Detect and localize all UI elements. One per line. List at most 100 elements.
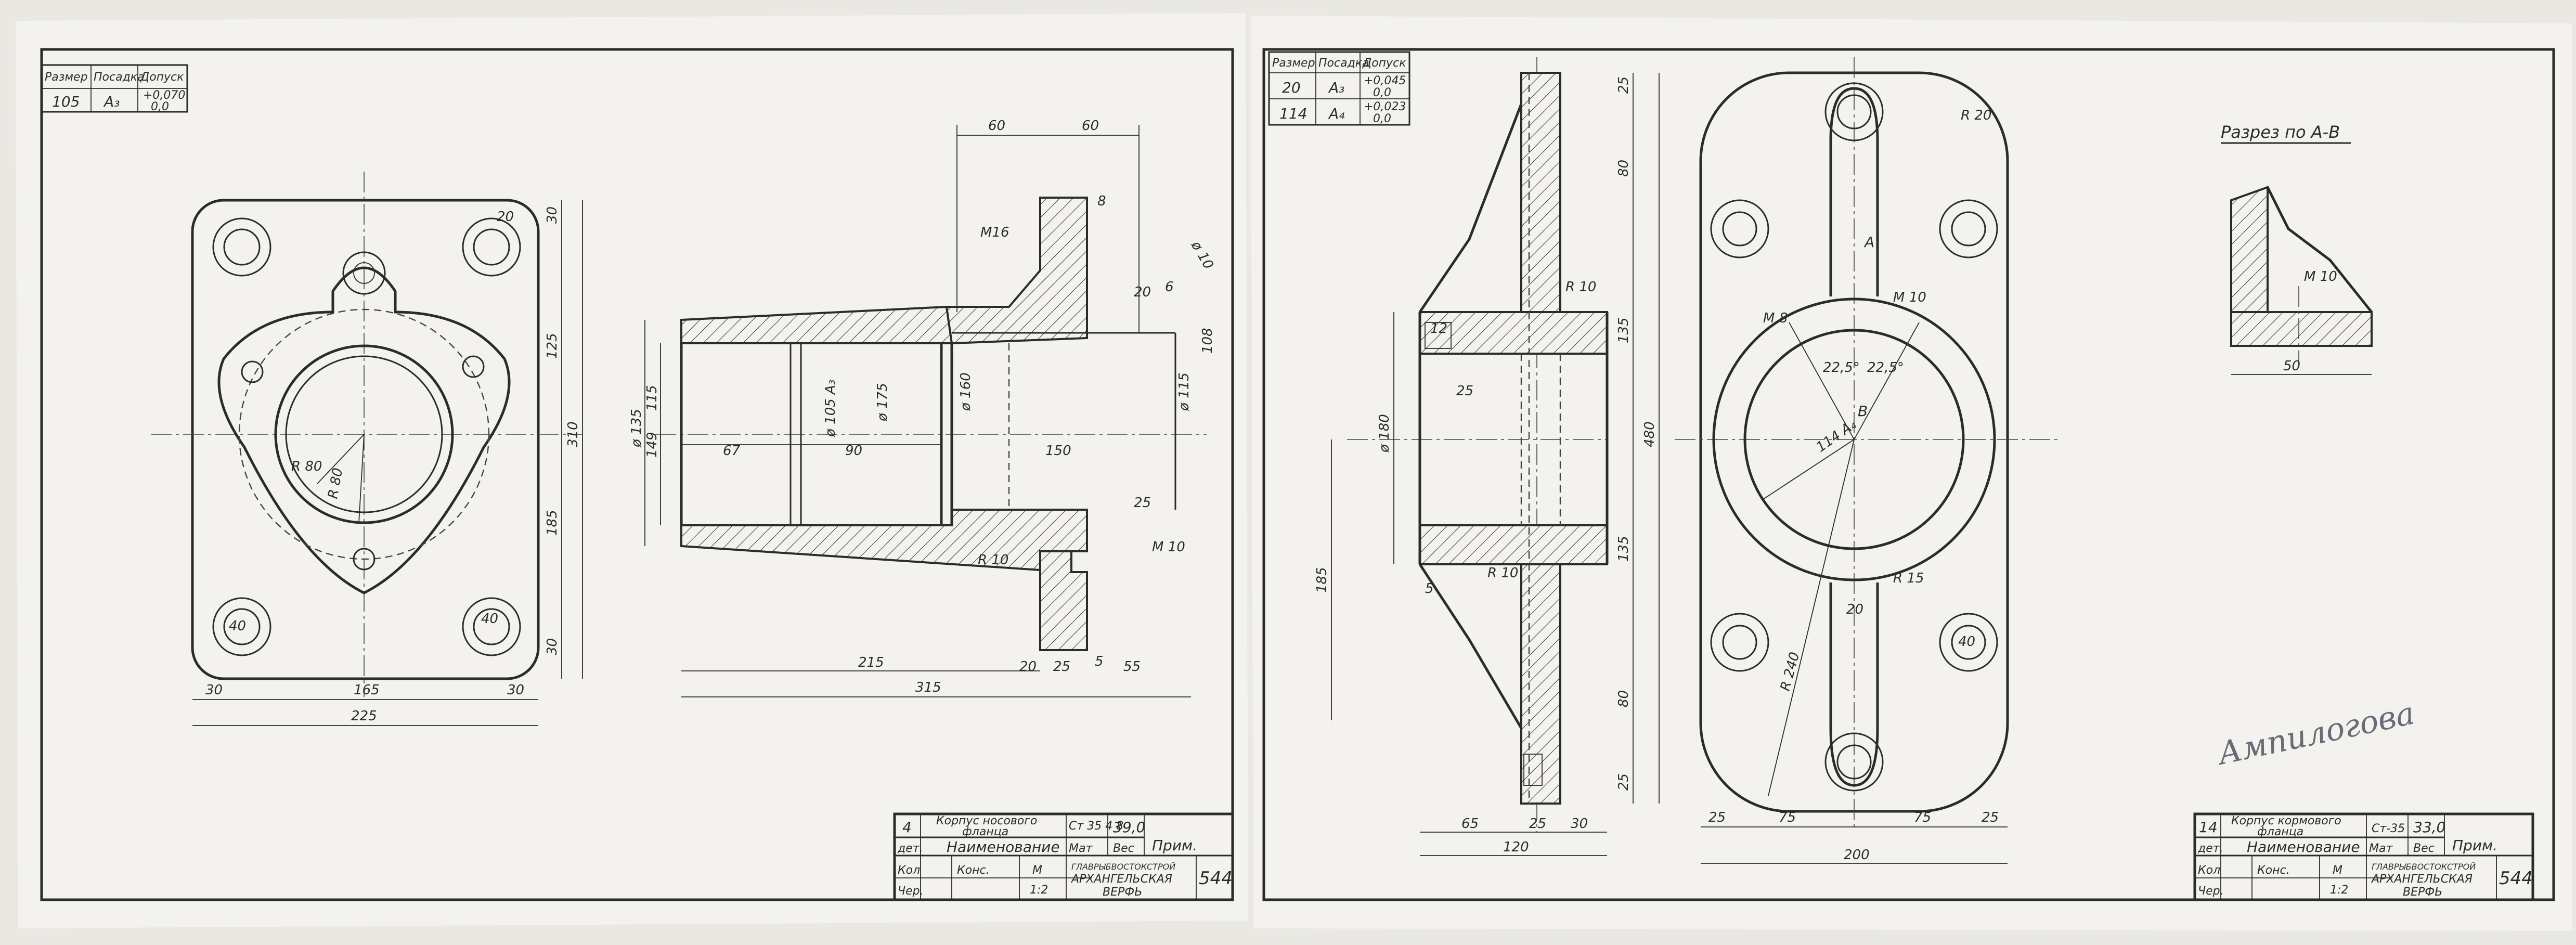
sec-len-67: 67	[723, 443, 741, 459]
sec-d115b: ø 115	[1176, 372, 1192, 411]
tb-right-org3: ВЕРФЬ	[2403, 886, 2442, 899]
front-upper: 125	[545, 333, 560, 359]
side-d180: ø 180	[1377, 414, 1392, 453]
right-tolerance-table: Размер Посадка Допуск 20 А₃ +0,045 0,0 1…	[1268, 51, 1410, 126]
sec-d55: 55	[1123, 659, 1141, 675]
rtol-size-1: 20	[1282, 79, 1301, 96]
tb-left-material: Ст 35 4 8	[1069, 820, 1123, 833]
front-hole-d2: 40	[481, 611, 498, 627]
tb-right-weight: 33,0	[2413, 819, 2445, 836]
flange-section-view: 60 60 315 215 150 67 90 ø 135 149 115 ø …	[629, 118, 1216, 697]
front-edge-right: 30	[507, 682, 524, 698]
rtol-size-2: 114	[1279, 105, 1307, 122]
left-title-block: 4 Корпус носового фланца Ст 35 4 8 39,0 …	[893, 812, 1234, 901]
tb-left-detail-label: дет.	[897, 842, 923, 855]
sec-d108: 108	[1200, 328, 1215, 354]
sec-d25: 25	[1134, 495, 1151, 511]
sec-d160: ø 160	[958, 372, 974, 411]
tb-right-scale-label: М	[2333, 864, 2342, 877]
side-h185: 185	[1314, 567, 1330, 593]
side-w30: 30	[1571, 816, 1588, 832]
rtol-upper-2: +0,023	[1364, 100, 1406, 113]
front-height-total: 310	[565, 421, 581, 447]
side-w25b: 25	[1456, 383, 1473, 399]
plan-d20: 20	[1846, 602, 1863, 617]
tb-right-weight-label: Вес	[2413, 842, 2435, 855]
right-frame	[1262, 48, 2555, 901]
sec-len-215: 215	[858, 655, 884, 670]
detail-w50: 50	[2283, 358, 2300, 374]
tb-left-weight-label: Вес	[1113, 842, 1134, 855]
side-h135b: 135	[1616, 536, 1632, 562]
tb-right-drawn-label: Чер.	[2198, 885, 2224, 898]
plan-label-b: В	[1858, 403, 1868, 420]
side-h80b: 80	[1616, 690, 1632, 707]
rtol-upper-1: +0,045	[1364, 74, 1406, 87]
tb-left-sheet: 544	[1199, 868, 1233, 889]
front-width-inner: 165	[354, 682, 380, 698]
sec-top-60b: 60	[1082, 118, 1099, 134]
tb-left-drawn-label: Чер.	[898, 885, 924, 898]
left-frame	[40, 48, 1234, 901]
sec-len-90: 90	[845, 443, 862, 459]
plan-e25b: 25	[1982, 810, 1999, 825]
front-top-edge: 30	[545, 206, 560, 224]
side-w5: 5	[1425, 581, 1434, 597]
sec-d149: 149	[644, 432, 660, 458]
tb-left-cons-label: Конс.	[957, 864, 990, 877]
tb-left-name1: Корпус носового	[936, 814, 1037, 827]
side-bottom-25: 25	[1616, 773, 1632, 791]
front-edge-left: 30	[205, 682, 223, 698]
sec-d20: 20	[1134, 284, 1151, 300]
tb-right-qty-label: Кол	[2198, 864, 2220, 877]
sec-d175: ø 175	[875, 383, 890, 422]
plan-w200: 200	[1844, 847, 1870, 863]
side-r10: R 10	[1565, 279, 1596, 295]
front-width-total: 225	[351, 708, 377, 724]
left-paper	[16, 13, 1248, 928]
sec-d20b: 20	[1019, 659, 1037, 675]
tb-left-name-label: Наименование	[947, 838, 1060, 856]
sec-r10: R 10	[978, 552, 1008, 568]
tb-left-org2: АРХАНГЕЛЬСКАЯ	[1070, 873, 1172, 886]
tb-left-org1: ГЛАВРЫБВОСТОКСТРОЙ	[1071, 862, 1175, 872]
front-small-r: 20	[497, 209, 514, 225]
flange-front-view: R 80 R 80 40 40 20 165 30 30 225 30 125 …	[151, 172, 583, 726]
tol-size: 105	[52, 93, 80, 110]
sec-d105: ø 105 A₃	[823, 380, 838, 437]
detail-m10: M 10	[2304, 269, 2337, 284]
tb-left-note-label: Прим.	[1152, 837, 1197, 854]
plan-e25a: 25	[1708, 810, 1726, 825]
tb-right-cons-label: Конс.	[2257, 864, 2290, 877]
front-bottom-edge: 30	[545, 638, 560, 655]
plan-w75b: 75	[1914, 810, 1931, 825]
side-w25: 25	[1529, 816, 1546, 832]
sec-len-150: 150	[1045, 443, 1071, 459]
tb-right-material: Ст-35	[2372, 822, 2405, 835]
tb-right-name-label: Наименование	[2247, 838, 2360, 856]
side-h480: 480	[1642, 421, 1658, 447]
tb-right-name1: Корпус кормового	[2231, 814, 2341, 827]
rtol-lower-1: 0,0	[1373, 86, 1391, 99]
tb-left-name2: фланца	[962, 825, 1008, 838]
right-sheet: Размер Посадка Допуск 20 А₃ +0,045 0,0 1…	[1251, 16, 2572, 931]
rtol-header-tol: Допуск	[1362, 57, 1406, 70]
tb-right-org2: АРХАНГЕЛЬСКАЯ	[2371, 873, 2473, 886]
side-top-25: 25	[1616, 76, 1632, 94]
tb-right-name2: фланца	[2257, 825, 2303, 838]
stern-flange-side-view: 25 80 135 480 135 80 25 ø 180 185 65 25 …	[1314, 57, 1660, 856]
side-r10b: R 10	[1487, 565, 1518, 581]
sec-d115: 115	[644, 385, 660, 411]
sec-d6: 6	[1165, 279, 1174, 295]
left-sheet: Размер Посадка Допуск 105 А₃ +0,070 0,0	[16, 13, 1248, 928]
rtol-header-size: Размер	[1272, 57, 1315, 70]
rtol-header-fit: Посадка	[1318, 57, 1369, 70]
right-title-block: 14 Корпус кормового фланца Ст-35 33,0 де…	[2193, 812, 2534, 901]
tb-right-scale: 1:2	[2330, 884, 2348, 897]
tb-right-mat-label: Мат	[2369, 842, 2393, 855]
tb-left-number: 4	[902, 819, 912, 836]
side-h80: 80	[1616, 160, 1632, 177]
tb-left-qty-label: Кол	[898, 864, 920, 877]
sec-top-60a: 60	[988, 118, 1005, 134]
